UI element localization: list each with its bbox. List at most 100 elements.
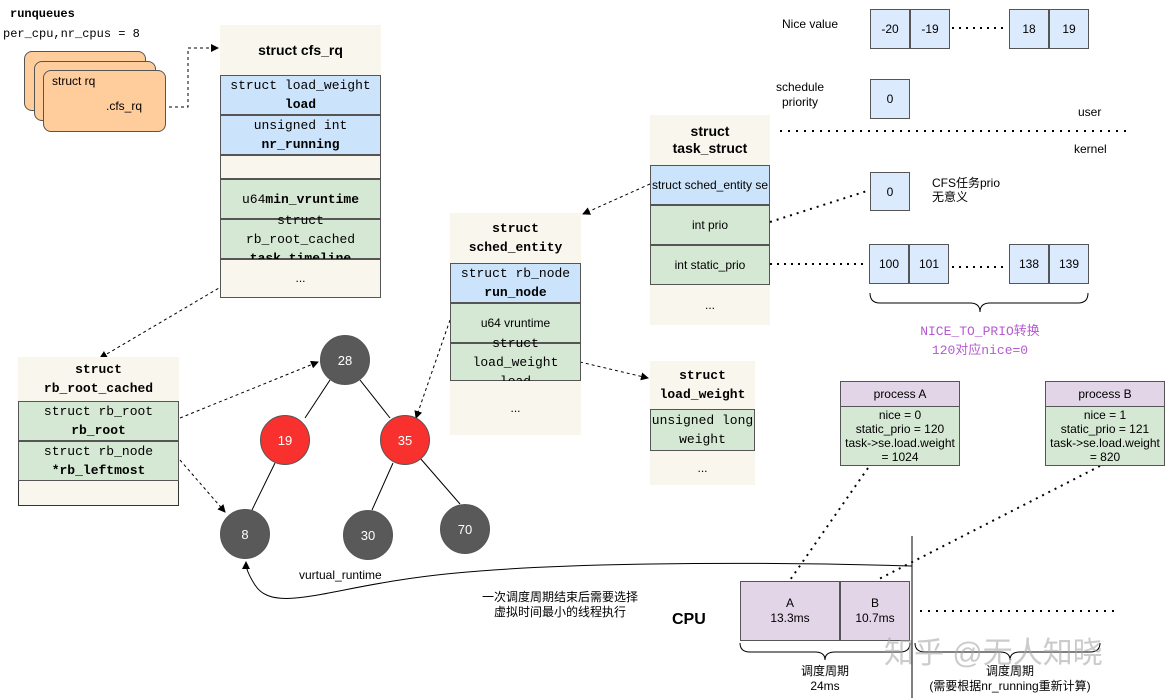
tree-edge-28-19 xyxy=(304,379,331,419)
cfs-rq-title: struct cfs_rq xyxy=(220,25,381,75)
cpu-slot-a: A 13.3ms xyxy=(740,581,840,641)
task-struct-title: struct task_struct xyxy=(650,115,770,165)
prio-cell-4: 139 xyxy=(1049,244,1089,284)
rb-leftmost-type: struct rb_node xyxy=(43,444,154,459)
tree-caption: vurtual_runtime xyxy=(299,568,382,582)
process-a-to-slot-a xyxy=(789,467,869,581)
process-a-weight-value: = 1024 xyxy=(881,450,919,464)
user-space-label: user xyxy=(1078,105,1102,119)
cfs-prio-note: CFS任务prio 无意义 xyxy=(932,176,1000,204)
process-a-body: nice = 0 static_prio = 120 task->se.load… xyxy=(840,406,960,466)
prio-range-brace xyxy=(869,292,1089,313)
process-b-title: process B xyxy=(1045,381,1165,407)
cpu-slot-b-time: 10.7ms xyxy=(855,611,895,625)
arrow-leftmost-to-node-8 xyxy=(179,459,226,513)
process-b-weight-label: task->se.load.weight xyxy=(1050,436,1160,450)
task-struct-ellipsis-row: ... xyxy=(650,285,770,325)
load-weight-weight-name: weight xyxy=(679,432,726,447)
watermark: 知乎 @无人知晓 xyxy=(884,637,1103,670)
tree-node-30-label: 30 xyxy=(360,527,376,543)
process-b-to-slot-b xyxy=(876,465,1101,581)
cfs-rq-nr-running-row: unsigned int nr_running xyxy=(220,115,381,155)
task-struct-prio-row: int prio xyxy=(650,205,770,245)
load-weight-title: struct load_weight xyxy=(650,361,755,409)
task-struct-se-row: struct sched_entity se xyxy=(650,165,770,205)
run-node-name: run_node xyxy=(484,285,547,300)
load-weight-weight-row: unsigned long weight xyxy=(650,409,755,451)
period-label-line2: 24ms xyxy=(810,679,840,693)
rq-label: struct rq xyxy=(52,74,96,88)
tree-node-70: 70 xyxy=(440,504,490,554)
cfs-rq-min-vruntime-type: u64 xyxy=(241,191,266,207)
task-struct-title-line1: struct xyxy=(690,123,730,139)
cfs-rq-nr-running-type: unsigned int xyxy=(253,118,348,133)
period-brace xyxy=(739,642,911,661)
rb-root-type: struct rb_root xyxy=(43,404,154,419)
tree-node-28-label: 28 xyxy=(337,352,353,368)
sched-entity-title: struct sched_entity xyxy=(450,213,581,263)
rq-card-front: struct rq .cfs_rq xyxy=(43,70,166,132)
pick-next-note-line1: 一次调度周期结束后需要选择 xyxy=(481,590,638,604)
kernel-space-label: kernel xyxy=(1074,142,1107,156)
period-label: 调度周期 24ms xyxy=(780,664,870,694)
load-weight-title-line2: load_weight xyxy=(659,387,746,402)
nice-to-prio-line2: 120对应nice=0 xyxy=(931,343,1029,358)
prio-cell-3-value: 138 xyxy=(1018,257,1040,271)
cfs-prio-value: 0 xyxy=(886,184,894,199)
nice-cell-4-value: 19 xyxy=(1062,22,1076,36)
nice-to-prio-note: NICE_TO_PRIO转换 120对应nice=0 xyxy=(920,322,1040,360)
process-a-nice: nice = 0 xyxy=(878,408,922,422)
sched-entity-load-row: struct load_weight load xyxy=(450,336,581,389)
nice-cell-2: -19 xyxy=(910,9,950,49)
nice-to-prio-line1: NICE_TO_PRIO转换 xyxy=(920,324,1040,339)
schedule-priority-cell: 0 xyxy=(870,79,910,119)
nice-cell-3-value: 18 xyxy=(1022,22,1036,36)
cfs-rq-load-type: struct load_weight xyxy=(230,78,371,93)
process-b-body: nice = 1 static_prio = 121 task->se.load… xyxy=(1045,406,1165,466)
tree-node-19-label: 19 xyxy=(277,432,293,448)
cfs-rq-nr-running-name: nr_running xyxy=(261,137,340,152)
prio-cell-3: 138 xyxy=(1009,244,1049,284)
prio-to-cfs-value xyxy=(769,189,871,223)
runqueues-title: runqueues xyxy=(10,7,75,21)
next-period-label-line1: 调度周期 xyxy=(985,664,1034,678)
tree-node-8: 8 xyxy=(220,509,270,559)
cpu-slot-a-time: 13.3ms xyxy=(770,611,810,625)
cfs-rq-field-label: .cfs_rq xyxy=(106,99,143,113)
cfs-prio-note-line2: 无意义 xyxy=(932,190,969,204)
prio-cell-4-value: 139 xyxy=(1058,257,1080,271)
task-struct-static-prio-row: int static_prio xyxy=(650,245,770,285)
load-weight-weight-type: unsigned long xyxy=(651,413,754,428)
tree-edge-28-35 xyxy=(359,379,391,419)
tree-node-19: 19 xyxy=(260,415,310,465)
tree-node-70-label: 70 xyxy=(457,521,473,537)
cfs-rq-empty-row xyxy=(220,155,381,179)
tree-edge-35-70 xyxy=(419,457,461,505)
sched-entity-load-type: struct load_weight xyxy=(472,335,559,370)
nice-cell-4: 19 xyxy=(1049,9,1089,49)
pick-next-note: 一次调度周期结束后需要选择 虚拟时间最小的线程执行 xyxy=(470,590,650,620)
cfs-rq-load-row: struct load_weight load xyxy=(220,75,381,115)
process-b-nice: nice = 1 xyxy=(1083,408,1127,422)
cfs-rq-load-name: load xyxy=(284,97,317,112)
rb-root-cached-title: struct rb_root_cached xyxy=(18,357,179,401)
task-struct-title-line2: task_struct xyxy=(672,140,748,156)
cfs-prio-note-line1: CFS任务prio xyxy=(932,176,1001,190)
tree-edge-19-8 xyxy=(251,462,276,511)
nice-cell-1-value: -20 xyxy=(881,22,899,36)
schedule-priority-value: 0 xyxy=(886,92,894,106)
rb-root-row: struct rb_root rb_root xyxy=(18,401,179,441)
cpu-slot-a-name: A xyxy=(785,596,794,610)
tree-node-35-label: 35 xyxy=(397,432,413,448)
load-weight-title-line1: struct xyxy=(679,368,726,383)
cfs-rq-task-timeline-type: struct rb_root_cached xyxy=(245,212,356,247)
tree-node-28: 28 xyxy=(320,335,370,385)
schedule-priority-label-line2: priority xyxy=(781,95,818,109)
cpu-label: CPU xyxy=(672,611,706,628)
prio-cell-1-value: 100 xyxy=(878,257,900,271)
tree-node-35: 35 xyxy=(380,415,430,465)
sched-entity-ellipsis-row: ... xyxy=(450,381,581,435)
nice-cell-2-value: -19 xyxy=(921,22,939,36)
process-b-static-prio: static_prio = 121 xyxy=(1060,422,1150,436)
